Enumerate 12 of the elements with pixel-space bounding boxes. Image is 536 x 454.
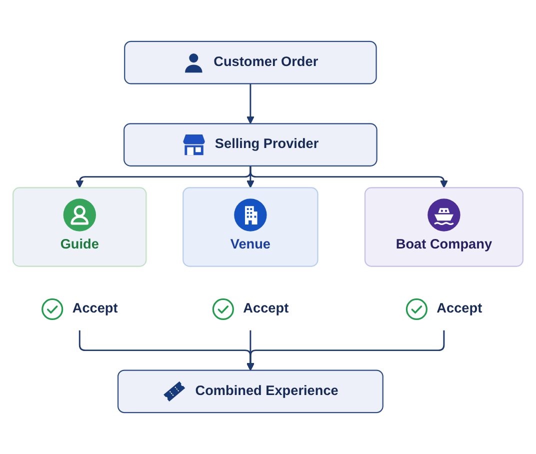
node-box: Selling Provider: [124, 123, 378, 166]
node-box: Venue: [182, 187, 318, 267]
node-label: Accept: [72, 300, 118, 316]
node-label: Accept: [243, 300, 289, 316]
arrow: [250, 166, 448, 188]
node-box: Guide: [12, 187, 147, 267]
arrow: [246, 84, 254, 124]
node-box: Boat Company: [364, 187, 524, 267]
node-label: Accept: [436, 300, 482, 316]
node-box: Combined Experience: [117, 370, 384, 414]
node-box: Customer Order: [124, 40, 377, 84]
arrow: [246, 330, 445, 371]
